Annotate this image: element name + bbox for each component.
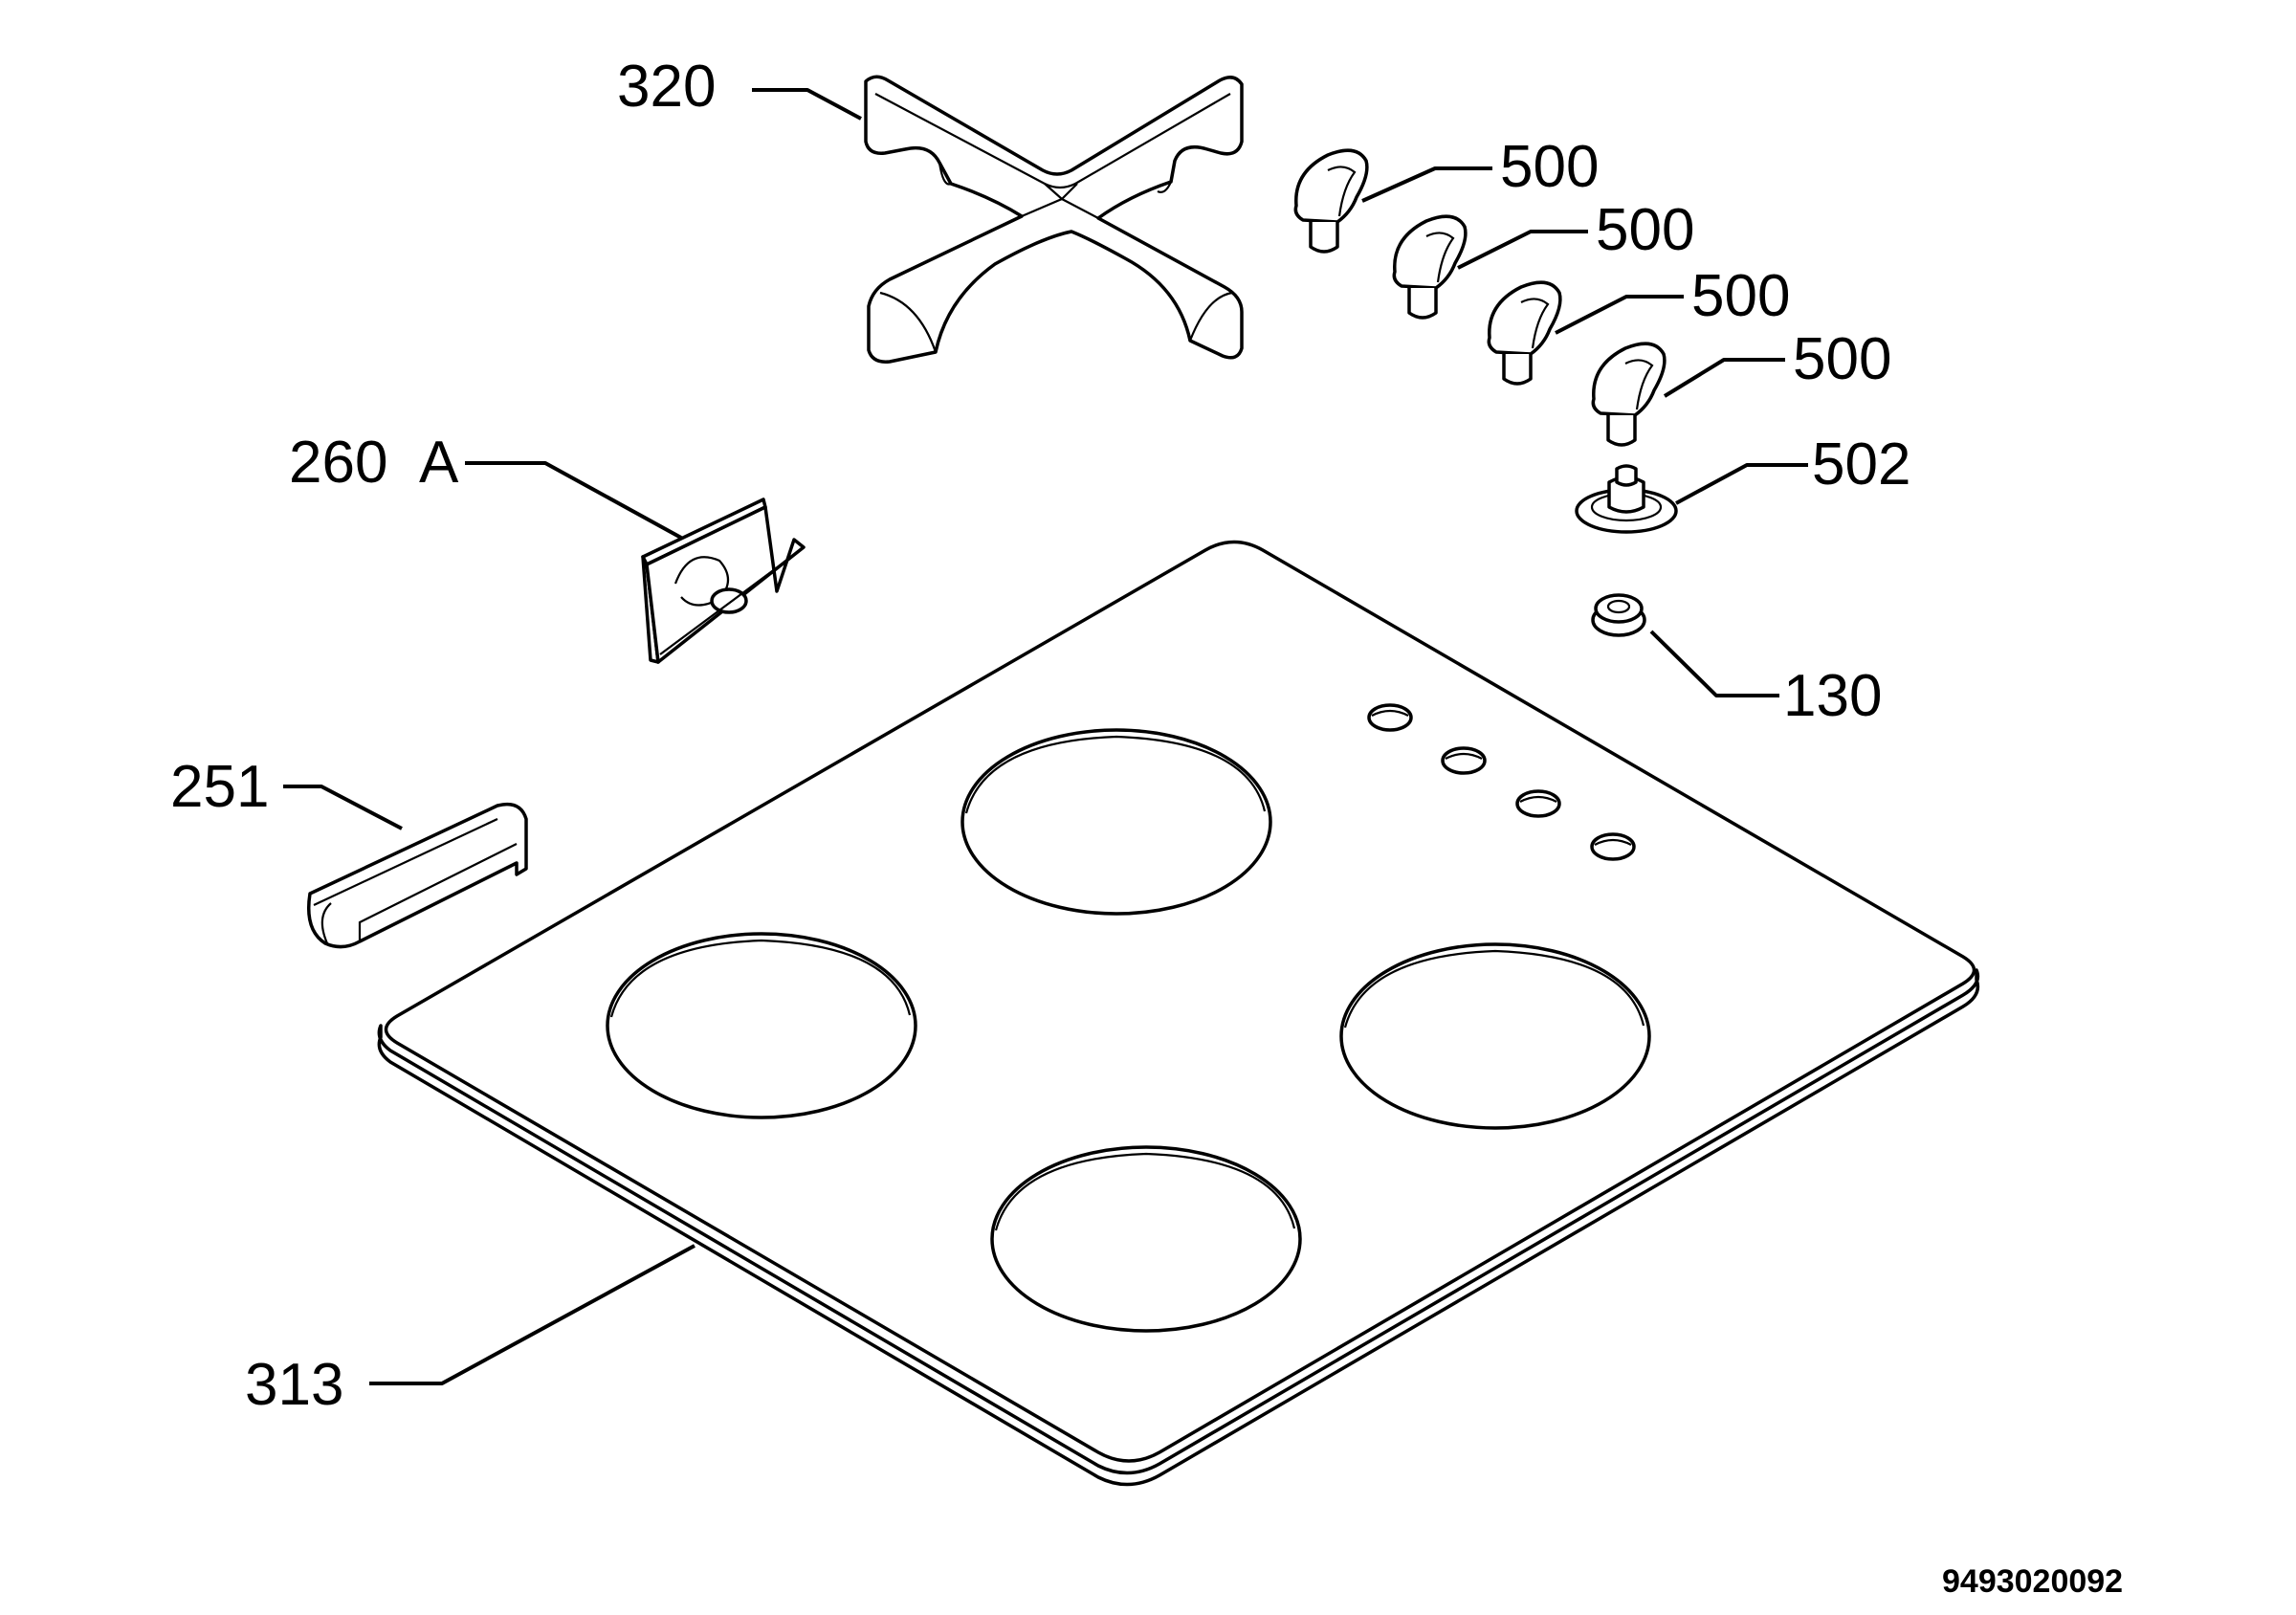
label-bushing: 130 — [1783, 663, 1882, 729]
label-knob: 500 — [1793, 326, 1891, 392]
control-plate — [641, 498, 806, 664]
label-clip: 251 — [170, 754, 269, 820]
burner-opening-front — [990, 1145, 1302, 1333]
control-knob — [1487, 280, 1562, 386]
knob-hole — [1367, 703, 1413, 732]
label-grid: 320 — [617, 54, 716, 120]
clip — [307, 802, 528, 949]
label-plate-suffix: A — [419, 430, 459, 496]
hob-top-panel — [377, 540, 1980, 1487]
bushing — [1591, 593, 1646, 637]
leader-lines — [283, 88, 1808, 1385]
control-knob — [1293, 148, 1369, 254]
control-knob — [1591, 342, 1667, 447]
drawing-code: 9493020092 — [1942, 1563, 2123, 1600]
burner-opening-left — [606, 932, 917, 1119]
knob-hole — [1441, 746, 1487, 775]
label-plate: 260 — [289, 430, 387, 496]
knob-washer — [1575, 464, 1678, 534]
pan-support-grid — [864, 75, 1244, 364]
knob-hole — [1515, 789, 1561, 818]
label-knob: 500 — [1691, 263, 1790, 329]
label-knob: 500 — [1596, 197, 1694, 263]
burner-opening-right — [1339, 942, 1651, 1130]
label-knob: 500 — [1500, 134, 1599, 200]
burner-opening-back — [960, 728, 1272, 916]
knob-hole — [1590, 832, 1636, 861]
label-washer: 502 — [1812, 431, 1910, 498]
label-hob-top: 313 — [245, 1352, 343, 1418]
control-knob — [1392, 214, 1468, 320]
